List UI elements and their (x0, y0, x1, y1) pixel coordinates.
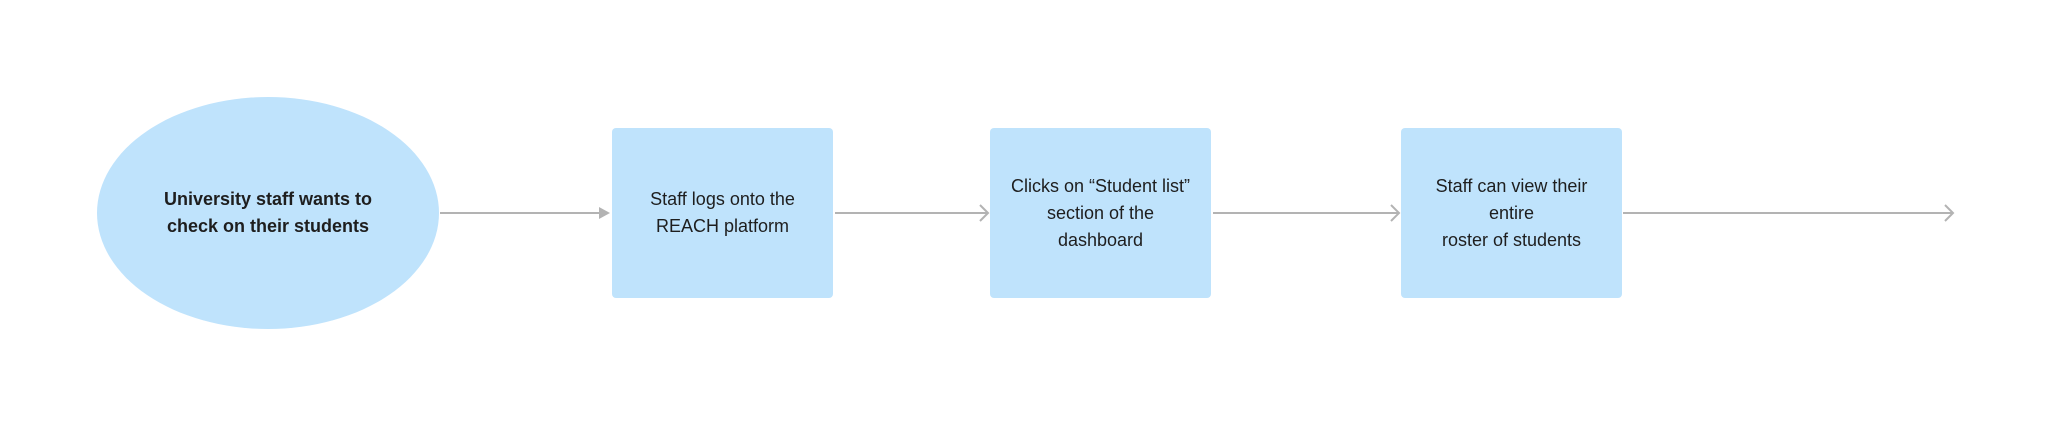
node-student-list-box: Clicks on “Student list” section of the … (990, 128, 1211, 298)
node-start-ellipse: University staff wants to check on their… (97, 97, 439, 329)
arrowhead-chevron-icon (1944, 204, 1955, 222)
arrowhead-chevron-icon (979, 204, 990, 222)
node-login-label: Staff logs onto the REACH platform (650, 189, 795, 236)
node-start-label: University staff wants to check on their… (163, 189, 373, 236)
node-roster-label: Staff can view their entire roster of st… (1435, 175, 1588, 250)
node-student-list-label: Clicks on “Student list” section of the … (1010, 175, 1191, 250)
arrowhead-chevron-icon (1390, 204, 1401, 222)
arrowhead-solid-icon (599, 207, 610, 219)
node-login-box: Staff logs onto the REACH platform (612, 128, 833, 298)
node-roster-box: Staff can view their entire roster of st… (1401, 128, 1622, 298)
